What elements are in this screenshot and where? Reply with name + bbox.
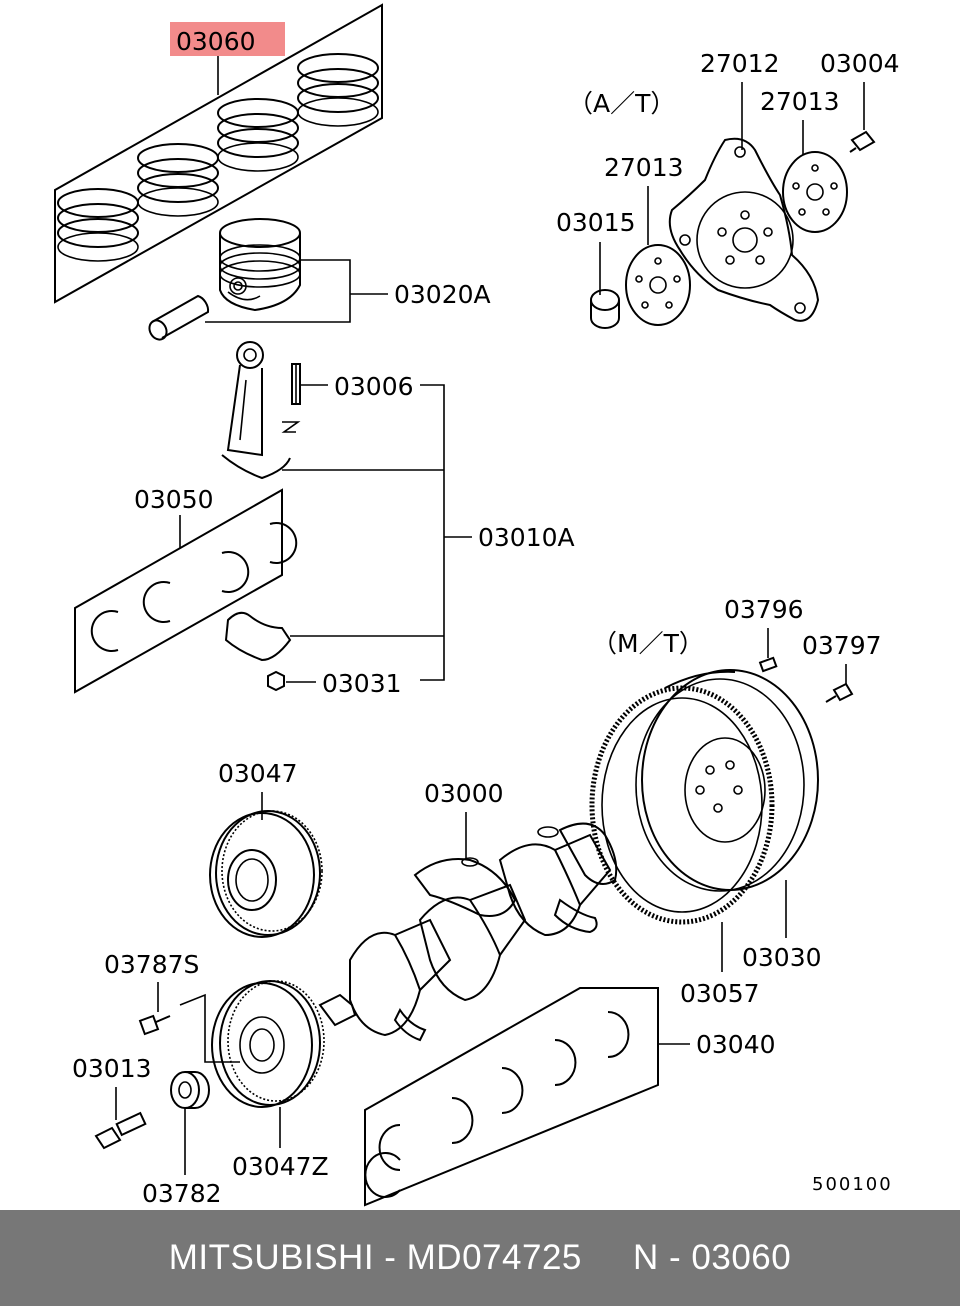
piston[interactable] — [219, 218, 301, 312]
mt-note: （M／T） — [592, 629, 704, 658]
label-03047[interactable]: 03047 — [218, 759, 298, 788]
adapter-plate-right[interactable] — [782, 151, 848, 233]
label-03047z[interactable]: 03047Z — [232, 1152, 329, 1181]
rod-nut[interactable] — [267, 670, 285, 692]
highlight-03060 — [170, 22, 285, 56]
bolt-03797[interactable] — [825, 682, 854, 703]
label-03787s[interactable]: 03787S — [104, 950, 199, 979]
damper-pulley[interactable] — [209, 810, 323, 938]
ref-number: 03060 — [691, 1238, 792, 1277]
at-note: （A／T） — [568, 89, 675, 118]
footer-separator-2: - — [658, 1238, 692, 1277]
label-03782[interactable]: 03782 — [142, 1179, 222, 1208]
label-03004[interactable]: 03004 — [820, 49, 900, 78]
piston-pin[interactable] — [146, 294, 210, 343]
label-03010a[interactable]: 03010A — [478, 523, 575, 552]
drive-plate[interactable] — [668, 137, 820, 322]
brand-name: MITSUBISHI — [168, 1238, 375, 1277]
footer-separator-1: - — [374, 1238, 407, 1277]
rod-bearing-set[interactable] — [74, 488, 298, 694]
ref-prefix: N — [633, 1238, 659, 1277]
connecting-rod[interactable] — [221, 341, 291, 480]
rod-bolt[interactable] — [291, 363, 301, 405]
label-03013[interactable]: 03013 — [72, 1054, 152, 1083]
rod-cap[interactable] — [224, 611, 292, 662]
crankshaft[interactable] — [318, 822, 618, 1042]
bolt-03004[interactable] — [849, 130, 876, 153]
label-03020a[interactable]: 03020A — [394, 280, 491, 309]
front-pulley[interactable] — [211, 980, 325, 1108]
label-03015[interactable]: 03015 — [556, 208, 636, 237]
washer-03782[interactable] — [170, 1071, 210, 1109]
bushing-03015[interactable] — [590, 289, 620, 329]
parts-diagram: 03060 03020A （A／T） 27012 03004 27013 270… — [54, 3, 900, 1208]
ring-1 — [57, 188, 139, 262]
label-27013-left[interactable]: 27013 — [604, 153, 684, 182]
label-03031[interactable]: 03031 — [322, 669, 402, 698]
ring-3 — [217, 98, 299, 172]
label-03040[interactable]: 03040 — [696, 1030, 776, 1059]
bolt-03787s[interactable] — [138, 1014, 171, 1036]
label-03060[interactable]: 03060 — [176, 27, 256, 56]
label-03796[interactable]: 03796 — [724, 595, 804, 624]
ring-4 — [297, 53, 379, 127]
label-27013-right[interactable]: 27013 — [760, 87, 840, 116]
main-bearing-set[interactable] — [364, 987, 659, 1207]
part-info-footer: MITSUBISHI - MD074725 N - 03060 — [0, 1210, 960, 1306]
label-03797[interactable]: 03797 — [802, 631, 882, 660]
piston-ring-set[interactable] — [54, 3, 383, 304]
ring-2 — [137, 143, 219, 217]
label-03030[interactable]: 03030 — [742, 943, 822, 972]
ring-gear[interactable] — [589, 685, 775, 925]
label-03000[interactable]: 03000 — [424, 779, 504, 808]
footer-gap — [582, 1238, 633, 1278]
label-03057[interactable]: 03057 — [680, 979, 760, 1008]
part-number: MD074725 — [406, 1238, 582, 1277]
dowel-pin-03796[interactable] — [758, 656, 778, 673]
label-03050[interactable]: 03050 — [134, 485, 214, 514]
label-27012[interactable]: 27012 — [700, 49, 780, 78]
bolt-03013[interactable] — [94, 1111, 147, 1150]
diagram-code: 500100 — [812, 1174, 893, 1195]
label-03006[interactable]: 03006 — [334, 372, 414, 401]
adapter-plate-left[interactable] — [625, 244, 691, 326]
